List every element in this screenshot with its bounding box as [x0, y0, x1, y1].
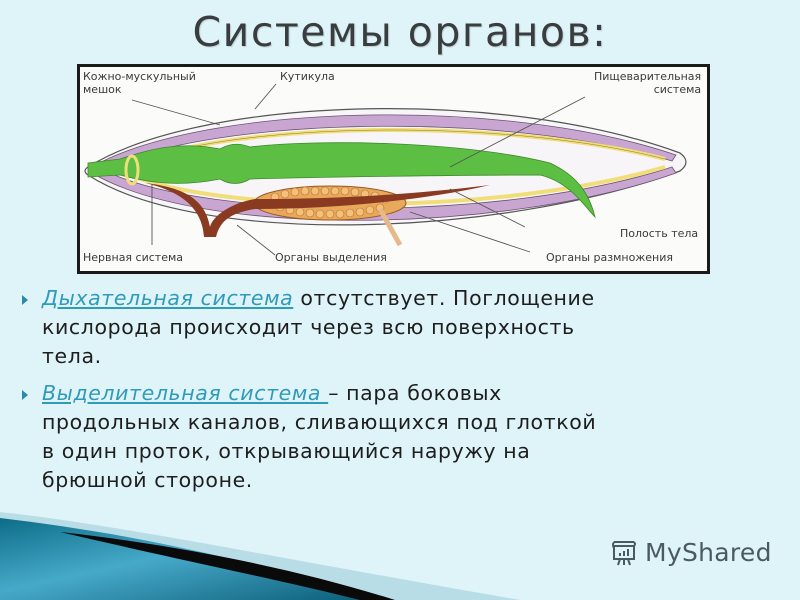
footer-wave-decoration [0, 512, 520, 600]
watermark-brand: MyShared [645, 537, 772, 567]
label-body-cavity: Полость тела [620, 227, 699, 240]
worm-anatomy-diagram: Кожно-мускульный мешок Кутикула Пищевари… [77, 64, 710, 274]
worm-illustration [84, 83, 687, 256]
bullet-arrow-icon [22, 390, 28, 400]
presentation-chart-icon [612, 541, 636, 566]
term-respiratory-system[interactable]: Дыхательная система [42, 286, 294, 310]
label-skin-muscle-sac: Кожно-мускульный мешок [83, 70, 196, 96]
label-reproductive-organs: Органы размножения [546, 251, 673, 264]
bullet-arrow-icon [22, 295, 28, 305]
label-nervous-system: Нервная система [83, 251, 184, 264]
myshared-watermark[interactable]: MyShared [609, 537, 772, 567]
bullet-excretory: Выделительная система – пара боковых про… [22, 379, 782, 495]
term-excretory-system[interactable]: Выделительная система [42, 381, 329, 405]
bullet-respiratory: Дыхательная система отсутствует. Поглоще… [22, 284, 782, 371]
bullet-list: Дыхательная система отсутствует. Поглоще… [22, 284, 782, 503]
label-digestive-system: Пищеварительная система [594, 70, 702, 96]
label-cuticle: Кутикула [280, 70, 335, 83]
slide-title: Системы органов: [192, 8, 608, 56]
label-excretory-organs: Органы выделения [275, 251, 387, 264]
